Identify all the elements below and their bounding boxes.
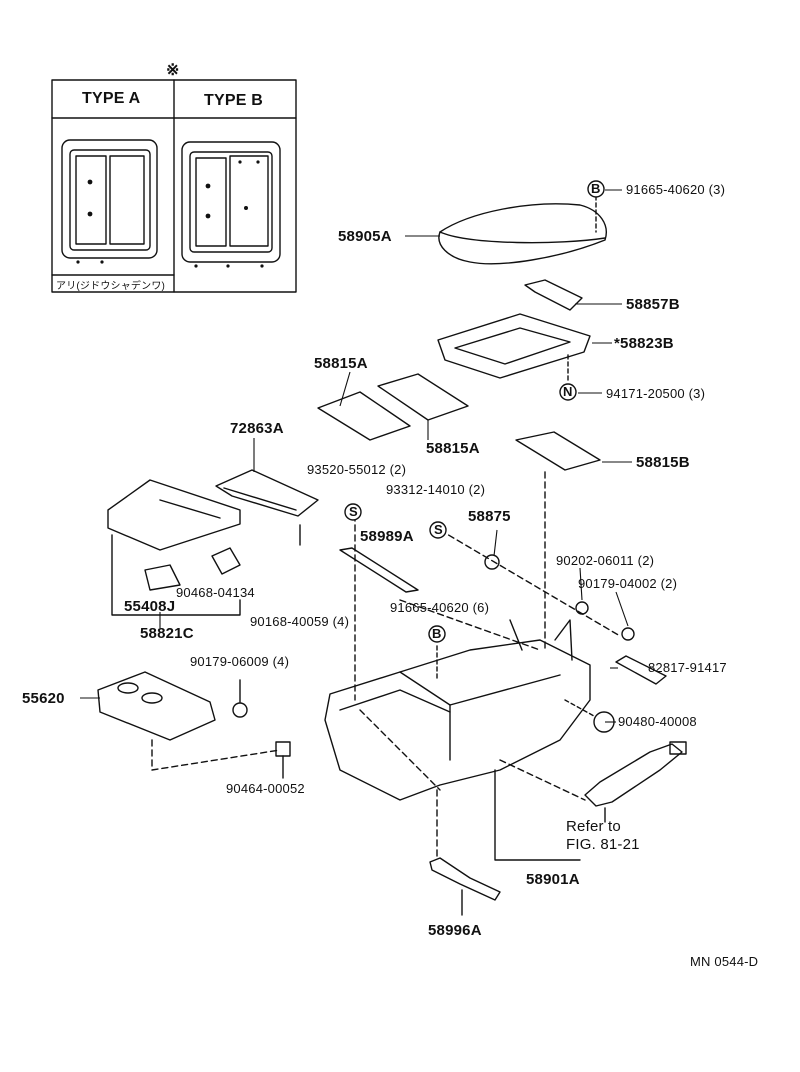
part-label: 58875 xyxy=(468,508,511,525)
part-label: 58815B xyxy=(636,454,690,471)
part-label: 72863A xyxy=(230,420,284,437)
symbol-b-1: B xyxy=(591,181,601,196)
part-label: 58989A xyxy=(360,528,414,545)
part-label: 58901A xyxy=(526,871,580,888)
part-label: 93312-14010 (2) xyxy=(386,482,486,497)
part-label: 90468-04134 xyxy=(176,585,255,600)
part-label: 58815A xyxy=(426,440,480,457)
part-label: 58996A xyxy=(428,922,482,939)
part-label: 90202-06011 (2) xyxy=(556,553,655,568)
part-label: 91665-40620 (3) xyxy=(626,182,726,197)
part-label: 90480-40008 xyxy=(618,714,697,729)
part-label: 90464-00052 xyxy=(226,781,305,796)
part-label: 58857B xyxy=(626,296,680,313)
part-label: 93520-55012 (2) xyxy=(307,462,407,477)
type-legend-box xyxy=(52,80,296,292)
figure-reference: FIG. 81-21 xyxy=(566,836,640,853)
symbol-b-2: B xyxy=(432,626,442,641)
part-label: 55408J xyxy=(124,598,176,615)
refer-to-label: Refer to xyxy=(566,818,621,835)
part-label: 90168-40059 (4) xyxy=(250,614,350,629)
console-body xyxy=(325,640,590,800)
part-label: 82817-91417 xyxy=(648,660,727,675)
diagram-code: MN 0544-D xyxy=(690,954,759,969)
part-label: 55620 xyxy=(22,690,65,707)
legend-mark: ※ xyxy=(166,62,180,79)
part-label: 58905A xyxy=(338,228,392,245)
legend-type-b: TYPE B xyxy=(204,92,263,109)
part-label: 94171-20500 (3) xyxy=(606,386,706,401)
part-label: 58821C xyxy=(140,625,194,642)
legend-type-a: TYPE A xyxy=(82,90,141,107)
part-label: 90179-06009 (4) xyxy=(190,654,290,669)
part-label: *58823B xyxy=(614,335,674,352)
symbol-n: N xyxy=(563,384,573,399)
symbol-s-2: S xyxy=(434,522,443,537)
legend-note: アリ(ジドウシャデンワ) xyxy=(56,281,166,292)
part-label: 91665-40620 (6) xyxy=(390,600,490,615)
symbol-s-1: S xyxy=(349,504,358,519)
part-label: 90179-04002 (2) xyxy=(578,576,678,591)
lid-58905a xyxy=(439,204,606,264)
part-label: 58815A xyxy=(314,355,368,372)
